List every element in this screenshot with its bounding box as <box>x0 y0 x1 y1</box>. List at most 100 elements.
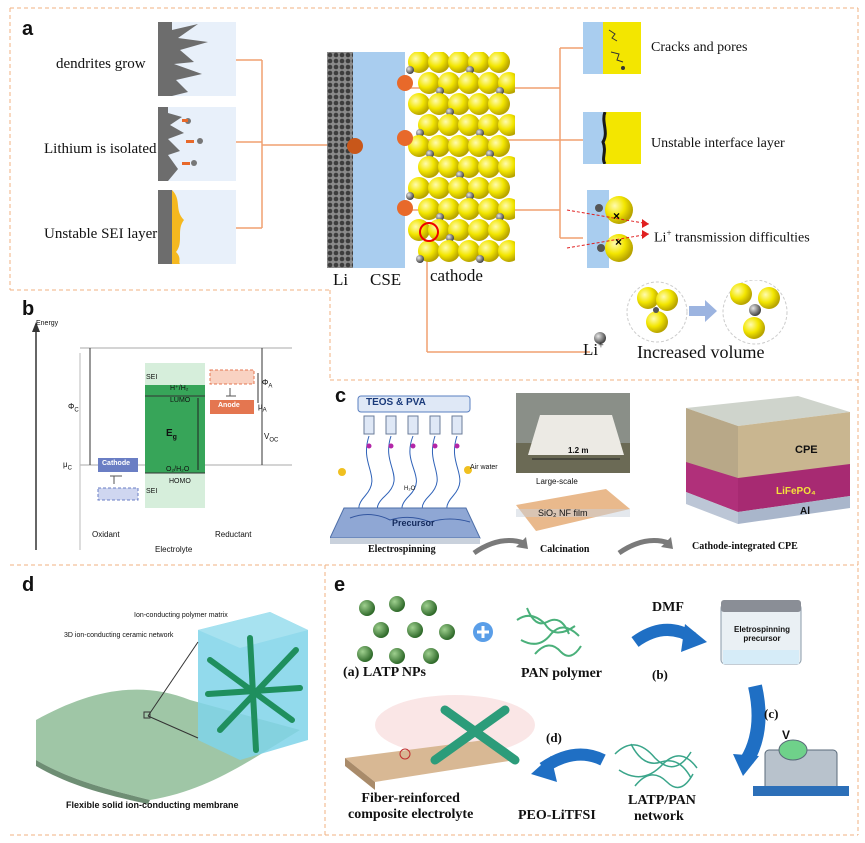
cathode-sphere <box>428 52 450 73</box>
li-ion-sphere <box>426 150 434 158</box>
li-ion-sphere <box>406 66 414 74</box>
transmission-illustration: × × <box>566 190 650 268</box>
cathode-sphere <box>468 52 490 73</box>
reductant-label: Reductant <box>215 530 252 539</box>
cathode-sphere <box>418 156 440 178</box>
interface-dots <box>347 130 413 154</box>
anode-box-label: Anode <box>218 402 240 409</box>
voc-label: VOC <box>264 432 279 444</box>
svg-text:×: × <box>615 235 622 249</box>
cathode-sphere <box>428 135 450 157</box>
sei-illustration <box>158 190 236 264</box>
li-ion-sphere <box>496 213 504 221</box>
cathode-sphere <box>438 72 460 94</box>
mu-c-label: μC <box>63 460 72 472</box>
arrow-to-cpe <box>617 537 673 556</box>
cathode-sphere <box>448 219 470 241</box>
voltage-label: V <box>782 728 791 742</box>
panel-a-letter: a <box>22 18 34 40</box>
cathode-sphere <box>448 93 470 115</box>
pan-label: PAN polymer <box>521 666 602 681</box>
cathode-sphere <box>458 114 480 136</box>
h2o-label: H₂O <box>404 486 416 492</box>
li-ion-sphere <box>416 129 424 137</box>
electrolyte-label: Electrolyte <box>155 545 193 554</box>
energy-label: Energy <box>36 320 59 327</box>
cathode-sphere <box>428 93 450 115</box>
cpe-label: CPE <box>795 444 818 456</box>
li-ion-sphere <box>466 66 474 74</box>
cathode-cpe-label: Cathode-integrated CPE <box>692 541 798 552</box>
cathode-sphere <box>468 177 490 199</box>
cathode-sphere <box>478 72 500 94</box>
lumo-label: LUMO <box>170 397 191 404</box>
network-label: 3D ion-conducting ceramic network <box>64 632 174 639</box>
c-step-label: (c) <box>764 706 779 721</box>
li-ion-label: Li+ <box>583 340 604 359</box>
oxidant-label: Oxidant <box>92 530 120 539</box>
membrane-illustration <box>36 612 308 804</box>
matrix-label: Ion-conducting polymer matrix <box>134 612 228 619</box>
cathode-interface-dots <box>397 75 413 216</box>
li-ion-sphere <box>416 255 424 263</box>
cathode-sphere <box>428 177 450 199</box>
cathode-sphere <box>498 240 515 262</box>
cathode-sphere <box>408 135 430 157</box>
cathode-sphere <box>478 114 500 136</box>
cathode-sphere <box>458 156 480 178</box>
sei-top-label: SEI <box>146 374 158 381</box>
cathode-sphere <box>438 156 460 178</box>
cracks-illustration <box>583 22 641 74</box>
eg-label: Eg <box>166 428 177 441</box>
o-pair-label: O₂/H₂O <box>166 466 190 473</box>
cathode-sphere <box>478 156 500 178</box>
cathode-sphere <box>478 240 500 262</box>
cpe-block-illustration <box>686 396 850 524</box>
cathode-sphere <box>438 114 460 136</box>
cathode-sphere <box>458 198 480 220</box>
isolated-lithium-illustration <box>158 107 236 181</box>
cse-label: CSE <box>370 270 402 289</box>
al-label: Al <box>800 506 810 517</box>
cathode-sphere <box>488 93 510 115</box>
cathode-sphere <box>488 177 510 199</box>
cathode-sphere <box>488 135 510 157</box>
peo-label: PEO-LiTFSI <box>518 808 596 823</box>
interface-layer-illustration <box>583 112 641 164</box>
sei-bottom-label: SEI <box>146 488 158 495</box>
dmf-label: DMF <box>652 600 684 615</box>
sio2-label: SiO₂ NF film <box>538 508 588 518</box>
li-ion-sphere <box>446 108 454 116</box>
cathode-sphere <box>418 114 440 136</box>
svg-text:×: × <box>613 209 620 223</box>
length-label: 1.2 m <box>568 446 589 455</box>
panel-b-letter: b <box>22 298 35 320</box>
isolated-label: Lithium is isolated <box>44 141 157 157</box>
li-ion-sphere <box>496 87 504 95</box>
panel-e-illustrations <box>345 596 849 796</box>
cathode-sphere <box>468 135 490 157</box>
membrane-label: Flexible solid ion-conducting membrane <box>66 800 239 810</box>
cathode-sphere <box>438 240 460 262</box>
energy-diagram <box>32 322 292 550</box>
homo-label: HOMO <box>169 478 191 485</box>
cathode-sphere <box>438 198 460 220</box>
transmission-label: Li+ transmission difficulties <box>654 228 810 246</box>
cathode-sphere <box>448 135 470 157</box>
panel-d-letter: d <box>22 574 35 596</box>
battery-stack-illustration <box>327 52 515 268</box>
cathode-sphere <box>478 198 500 220</box>
li-ion-sphere <box>476 255 484 263</box>
h-pair-label: H⁺/H₂ <box>170 385 189 392</box>
cathode-sphere <box>448 177 470 199</box>
cathode-sphere <box>418 240 440 262</box>
phi-a-label: ΦA <box>262 378 273 390</box>
electrospinning-illustration <box>330 395 481 544</box>
li-ion-sphere <box>456 171 464 179</box>
cathode-sphere <box>418 72 440 94</box>
li-ion-sphere <box>466 192 474 200</box>
calcination-label: Calcination <box>540 544 590 555</box>
